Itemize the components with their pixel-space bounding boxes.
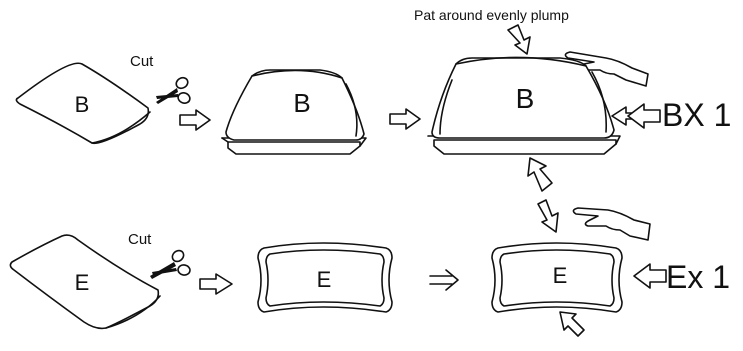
hand-icon bbox=[572, 207, 651, 241]
arrow-icon bbox=[627, 103, 661, 129]
arrow-icon bbox=[537, 199, 559, 233]
final-tray-e: E bbox=[491, 242, 623, 313]
pouch-b-letter: B bbox=[75, 92, 90, 117]
pouch-b: B bbox=[15, 62, 151, 145]
pouch-e: E bbox=[9, 234, 161, 330]
final-tray-b: B bbox=[427, 56, 621, 155]
arrow-icon bbox=[559, 311, 585, 337]
pouch-e-letter: E bbox=[75, 270, 90, 295]
scissors-icon bbox=[156, 76, 191, 104]
tray-b: B bbox=[221, 69, 367, 155]
multiplier-e: Ex 1 bbox=[666, 259, 730, 295]
multiplier-b: BX 1 bbox=[662, 97, 731, 133]
arrow-icon bbox=[389, 108, 421, 130]
tray-e: E bbox=[257, 242, 393, 313]
arrow-icon bbox=[199, 273, 233, 295]
arrow-icon bbox=[507, 24, 531, 55]
cut-label-bottom: Cut bbox=[128, 231, 152, 248]
arrow-icon bbox=[179, 109, 211, 131]
arrow-icon bbox=[633, 263, 667, 289]
pat-label: Pat around evenly plump bbox=[414, 7, 569, 23]
final-tray-b-letter: B bbox=[516, 83, 535, 114]
scissors-icon bbox=[150, 249, 191, 279]
arrow-icon bbox=[527, 157, 553, 192]
tray-e-letter: E bbox=[317, 267, 332, 292]
tray-b-letter: B bbox=[293, 88, 310, 118]
cut-label-top: Cut bbox=[130, 53, 154, 70]
final-tray-e-letter: E bbox=[553, 263, 568, 288]
arrow-icon bbox=[429, 269, 459, 291]
